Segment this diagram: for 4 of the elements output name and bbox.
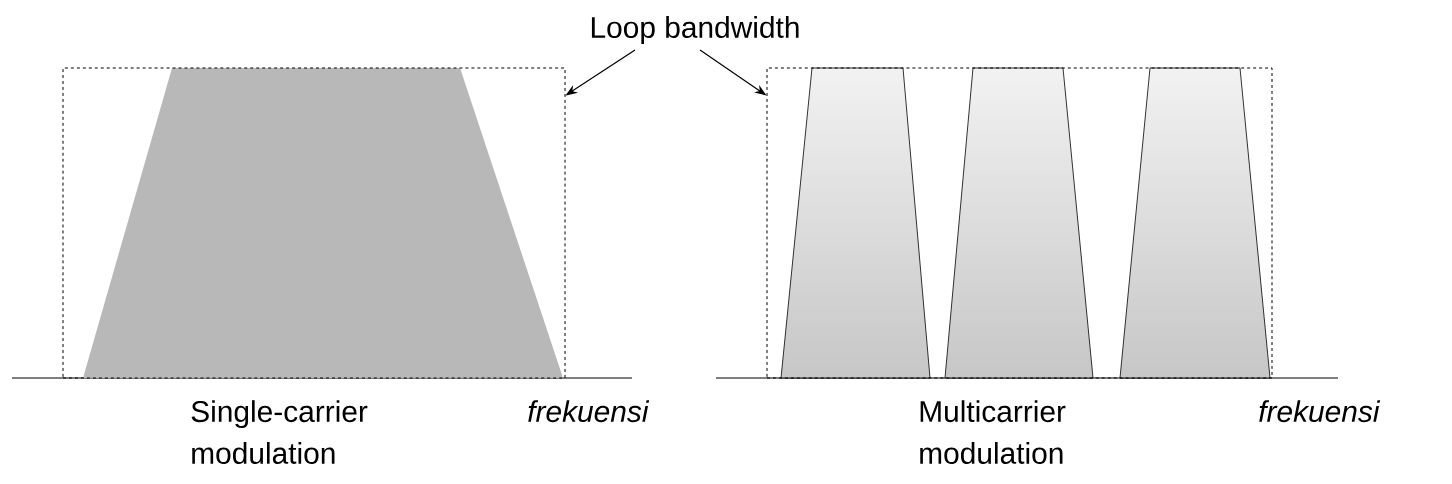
dashed-box bbox=[766, 67, 1273, 379]
callout-text: Loop bandwidth bbox=[591, 16, 799, 44]
axis-label: frekuensi bbox=[1259, 400, 1381, 423]
axis-label: frekuensi bbox=[528, 400, 650, 423]
